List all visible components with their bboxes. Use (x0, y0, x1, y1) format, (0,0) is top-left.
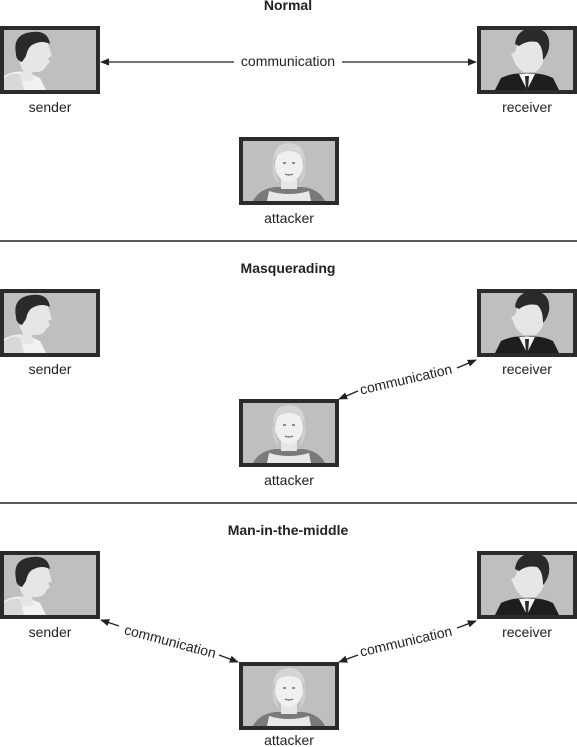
receiver-portrait (477, 289, 577, 357)
communication-label: communication (358, 623, 453, 660)
panel-title: Normal (264, 0, 312, 13)
attacker-label: attacker (264, 210, 314, 226)
attacker-portrait (239, 137, 339, 205)
communication-arrow (338, 390, 359, 400)
communication-arrow (218, 654, 239, 663)
sender-label: sender (29, 624, 72, 640)
attacker-portrait (239, 662, 339, 730)
communication-arrow (100, 619, 120, 627)
panel-masquerading: Masquerading sender receiver attacker co… (0, 260, 577, 488)
communication-arrow (338, 654, 359, 663)
panel-man-in-the-middle: Man-in-the-middle sender receiver attack… (0, 522, 577, 747)
panel-normal: Normal sender receiver attacker communic… (0, 0, 577, 226)
receiver-label: receiver (502, 99, 552, 115)
communication-label: communication (358, 361, 453, 398)
communication-label: communication (123, 621, 218, 661)
communication-label: communication (241, 53, 335, 69)
receiver-portrait (477, 26, 577, 94)
attacker-label: attacker (264, 732, 314, 747)
sender-portrait (0, 26, 100, 94)
panel-title: Man-in-the-middle (228, 522, 349, 538)
sender-portrait (0, 289, 100, 357)
receiver-portrait (477, 551, 577, 619)
attacker-label: attacker (264, 472, 314, 488)
attacker-portrait (239, 399, 339, 467)
sender-label: sender (29, 361, 72, 377)
sender-portrait (0, 551, 100, 619)
receiver-label: receiver (502, 624, 552, 640)
communication-arrow (456, 620, 477, 629)
panel-title: Masquerading (241, 260, 336, 276)
sender-label: sender (29, 99, 72, 115)
communication-arrow (456, 359, 477, 369)
receiver-label: receiver (502, 361, 552, 377)
